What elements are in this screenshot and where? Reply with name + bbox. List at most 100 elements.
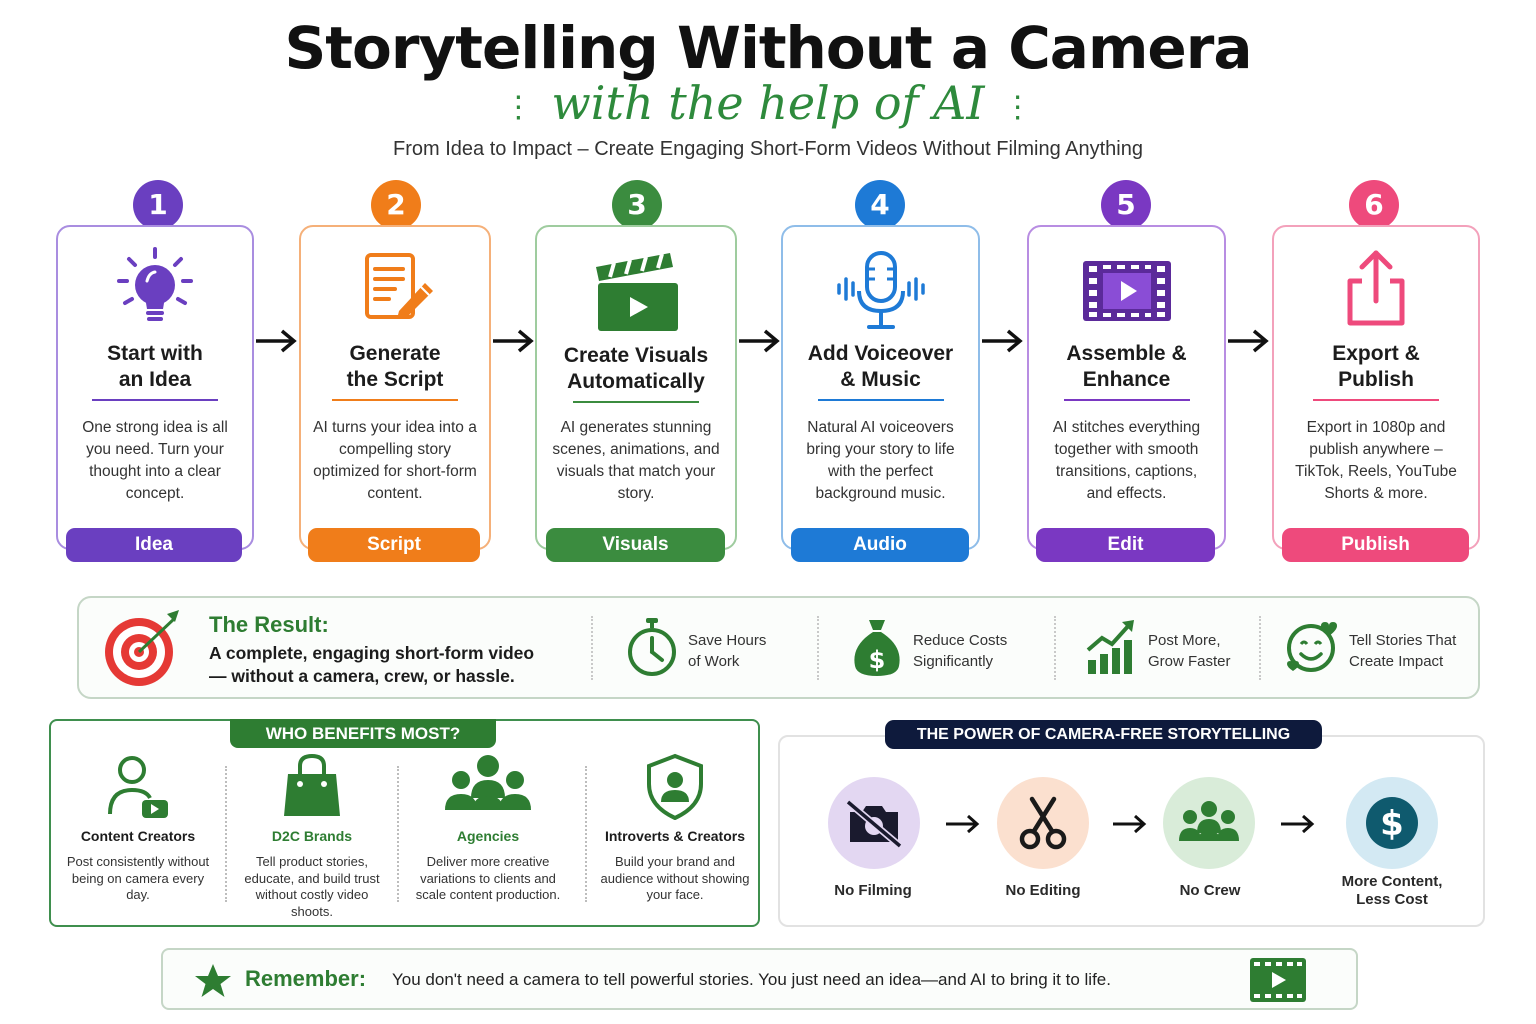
- divider: [585, 766, 587, 902]
- film-icon: [1250, 958, 1306, 1002]
- stopwatch-icon: [628, 618, 676, 676]
- step-description: AI generates stunning scenes, animations…: [552, 419, 720, 502]
- share-export-icon: [1274, 245, 1478, 335]
- lightbulb-icon: [58, 245, 252, 335]
- benefit-text: Tell Stories That: [1349, 632, 1457, 649]
- svg-text:$: $: [1380, 804, 1404, 844]
- step-title: Assemble &Enhance: [1066, 342, 1187, 391]
- tagline: From Idea to Impact – Create Engaging Sh…: [393, 138, 1143, 160]
- remember-message: You don't need a camera to tell powerful…: [392, 970, 1111, 989]
- no-camera-icon: [828, 777, 920, 869]
- result-text: A complete, engaging short-form video— w…: [209, 643, 535, 686]
- step-title: Export &Publish: [1332, 342, 1420, 391]
- result-panel: The Result: A complete, engaging short-f…: [77, 596, 1480, 699]
- benefit-text: Create Impact: [1349, 653, 1444, 670]
- title-underline: [573, 401, 699, 403]
- title-underline: [1313, 399, 1439, 401]
- divider: [817, 616, 819, 680]
- who-name: Content Creators: [80, 828, 196, 844]
- film-strip-icon: [1029, 245, 1224, 335]
- arrow-right-icon: [1113, 814, 1147, 834]
- step-number-5: 5: [1101, 180, 1151, 230]
- scissors-icon: [997, 777, 1089, 869]
- who-description: Tell product stories, educate, and build…: [244, 854, 380, 919]
- benefit-text: of Work: [688, 653, 740, 670]
- power-label: No Filming: [834, 882, 912, 899]
- who-description: Post consistently without being on camer…: [66, 854, 210, 902]
- page-title: Storytelling Without a Camera: [284, 14, 1253, 82]
- who-description: Build your brand and audience without sh…: [600, 854, 750, 902]
- smile-hearts-icon: [1287, 622, 1337, 672]
- step-number-4: 4: [855, 180, 905, 230]
- team-icon: [403, 752, 573, 820]
- who-name: Introverts & Creators: [604, 828, 746, 844]
- tag-pill-idea: Idea: [66, 528, 242, 562]
- step-description: AI turns your idea into a compelling sto…: [313, 419, 477, 502]
- benefit-text: Save Hours: [688, 632, 767, 649]
- step-description: Export in 1080p and publish anywhere – T…: [1295, 419, 1457, 502]
- title-underline: [817, 399, 944, 401]
- arrow-right-icon: [1281, 814, 1315, 834]
- step-description: Natural AI voiceovers bring your story t…: [806, 419, 955, 502]
- svg-text:$: $: [869, 646, 886, 674]
- growth-chart-icon: [1086, 620, 1134, 674]
- divider: [225, 766, 227, 902]
- remember-label: Remember:: [245, 966, 367, 991]
- star-icon: [195, 964, 231, 997]
- microphone-icon: [783, 245, 978, 335]
- who-item-d2c-brands: D2C Brands Tell product stories, educate…: [227, 752, 397, 920]
- divider: [1259, 616, 1261, 680]
- step-card-audio: Add Voiceover& Music Natural AI voiceove…: [781, 225, 980, 550]
- remember-bar: Remember: You don't need a camera to tel…: [161, 948, 1358, 1010]
- arrow-right-icon: [1228, 329, 1269, 353]
- power-label: More Content,Less Cost: [1341, 873, 1443, 908]
- clapperboard-icon: [537, 245, 735, 335]
- shopping-bag-icon: [227, 752, 397, 820]
- title-underline: [1063, 399, 1190, 401]
- script-subtitle-text: with the help of AI: [551, 76, 985, 130]
- target-icon: [105, 610, 179, 686]
- benefit-text: Reduce Costs: [913, 632, 1008, 649]
- crew-icon: [1163, 777, 1255, 869]
- benefit-text: Significantly: [913, 653, 994, 670]
- who-benefits-tab: WHO BENEFITS MOST?: [230, 719, 496, 748]
- step-number-1: 1: [133, 180, 183, 230]
- power-label: No Editing: [1005, 882, 1081, 899]
- tag-pill-publish: Publish: [1282, 528, 1469, 562]
- title-underline: [332, 399, 458, 401]
- arrow-right-icon: [946, 814, 980, 834]
- title-underline: [92, 399, 218, 401]
- who-name: Agencies: [456, 828, 520, 844]
- result-heading: The Result:: [209, 612, 329, 637]
- arrow-right-icon: [493, 329, 534, 353]
- script-subtitle: ⋮with the help of AI⋮: [0, 76, 1536, 130]
- benefit-text: Post More,: [1148, 632, 1221, 649]
- tag-pill-audio: Audio: [791, 528, 969, 562]
- divider: [1054, 616, 1056, 680]
- who-item-agencies: Agencies Deliver more creative variation…: [403, 752, 573, 904]
- who-item-content-creators: Content Creators Post consistently witho…: [53, 752, 223, 904]
- power-label: No Crew: [1179, 882, 1241, 899]
- money-bag-icon: $: [854, 620, 900, 676]
- step-number-3: 3: [612, 180, 662, 230]
- arrow-right-icon: [739, 329, 780, 353]
- who-description: Deliver more creative variations to clie…: [415, 854, 561, 902]
- step-title: Add Voiceover& Music: [807, 342, 954, 391]
- step-description: One strong idea is all you need. Turn yo…: [82, 419, 228, 502]
- spark-right-icon: ⋮: [1002, 89, 1033, 125]
- arrow-right-icon: [256, 329, 297, 353]
- step-card-publish: Export &Publish Export in 1080p and publ…: [1272, 225, 1480, 550]
- power-tab: THE POWER OF CAMERA-FREE STORYTELLING: [885, 720, 1322, 749]
- who-name: D2C Brands: [271, 828, 353, 844]
- step-number-6: 6: [1349, 180, 1399, 230]
- tag-pill-visuals: Visuals: [546, 528, 725, 562]
- divider: [397, 766, 399, 902]
- dollar-icon: $: [1346, 777, 1438, 869]
- script-document-icon: [301, 245, 489, 335]
- tag-pill-edit: Edit: [1036, 528, 1215, 562]
